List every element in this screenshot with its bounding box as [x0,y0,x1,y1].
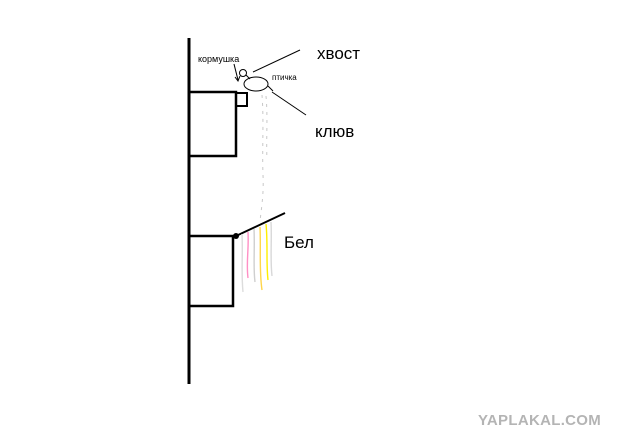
bird [239,69,274,92]
site-watermark: YAPLAKAL.COM [478,412,602,429]
feeder-box [236,92,248,107]
tail-pointer [252,49,301,73]
clothesline-hook [233,233,239,239]
feeder-label: кормушка [198,54,240,64]
upper-balcony [189,90,238,158]
dropping-trail [259,94,268,223]
clothesline [235,212,286,237]
tail-label: хвост [317,44,361,63]
feeder-pointer [233,63,241,83]
bird-label: птичка [272,73,297,82]
beak-label: клюв [315,122,355,141]
laundry [241,221,273,293]
lower-balcony [189,234,235,308]
laundry-label: Бел [284,233,314,252]
beak-pointer [271,91,307,116]
